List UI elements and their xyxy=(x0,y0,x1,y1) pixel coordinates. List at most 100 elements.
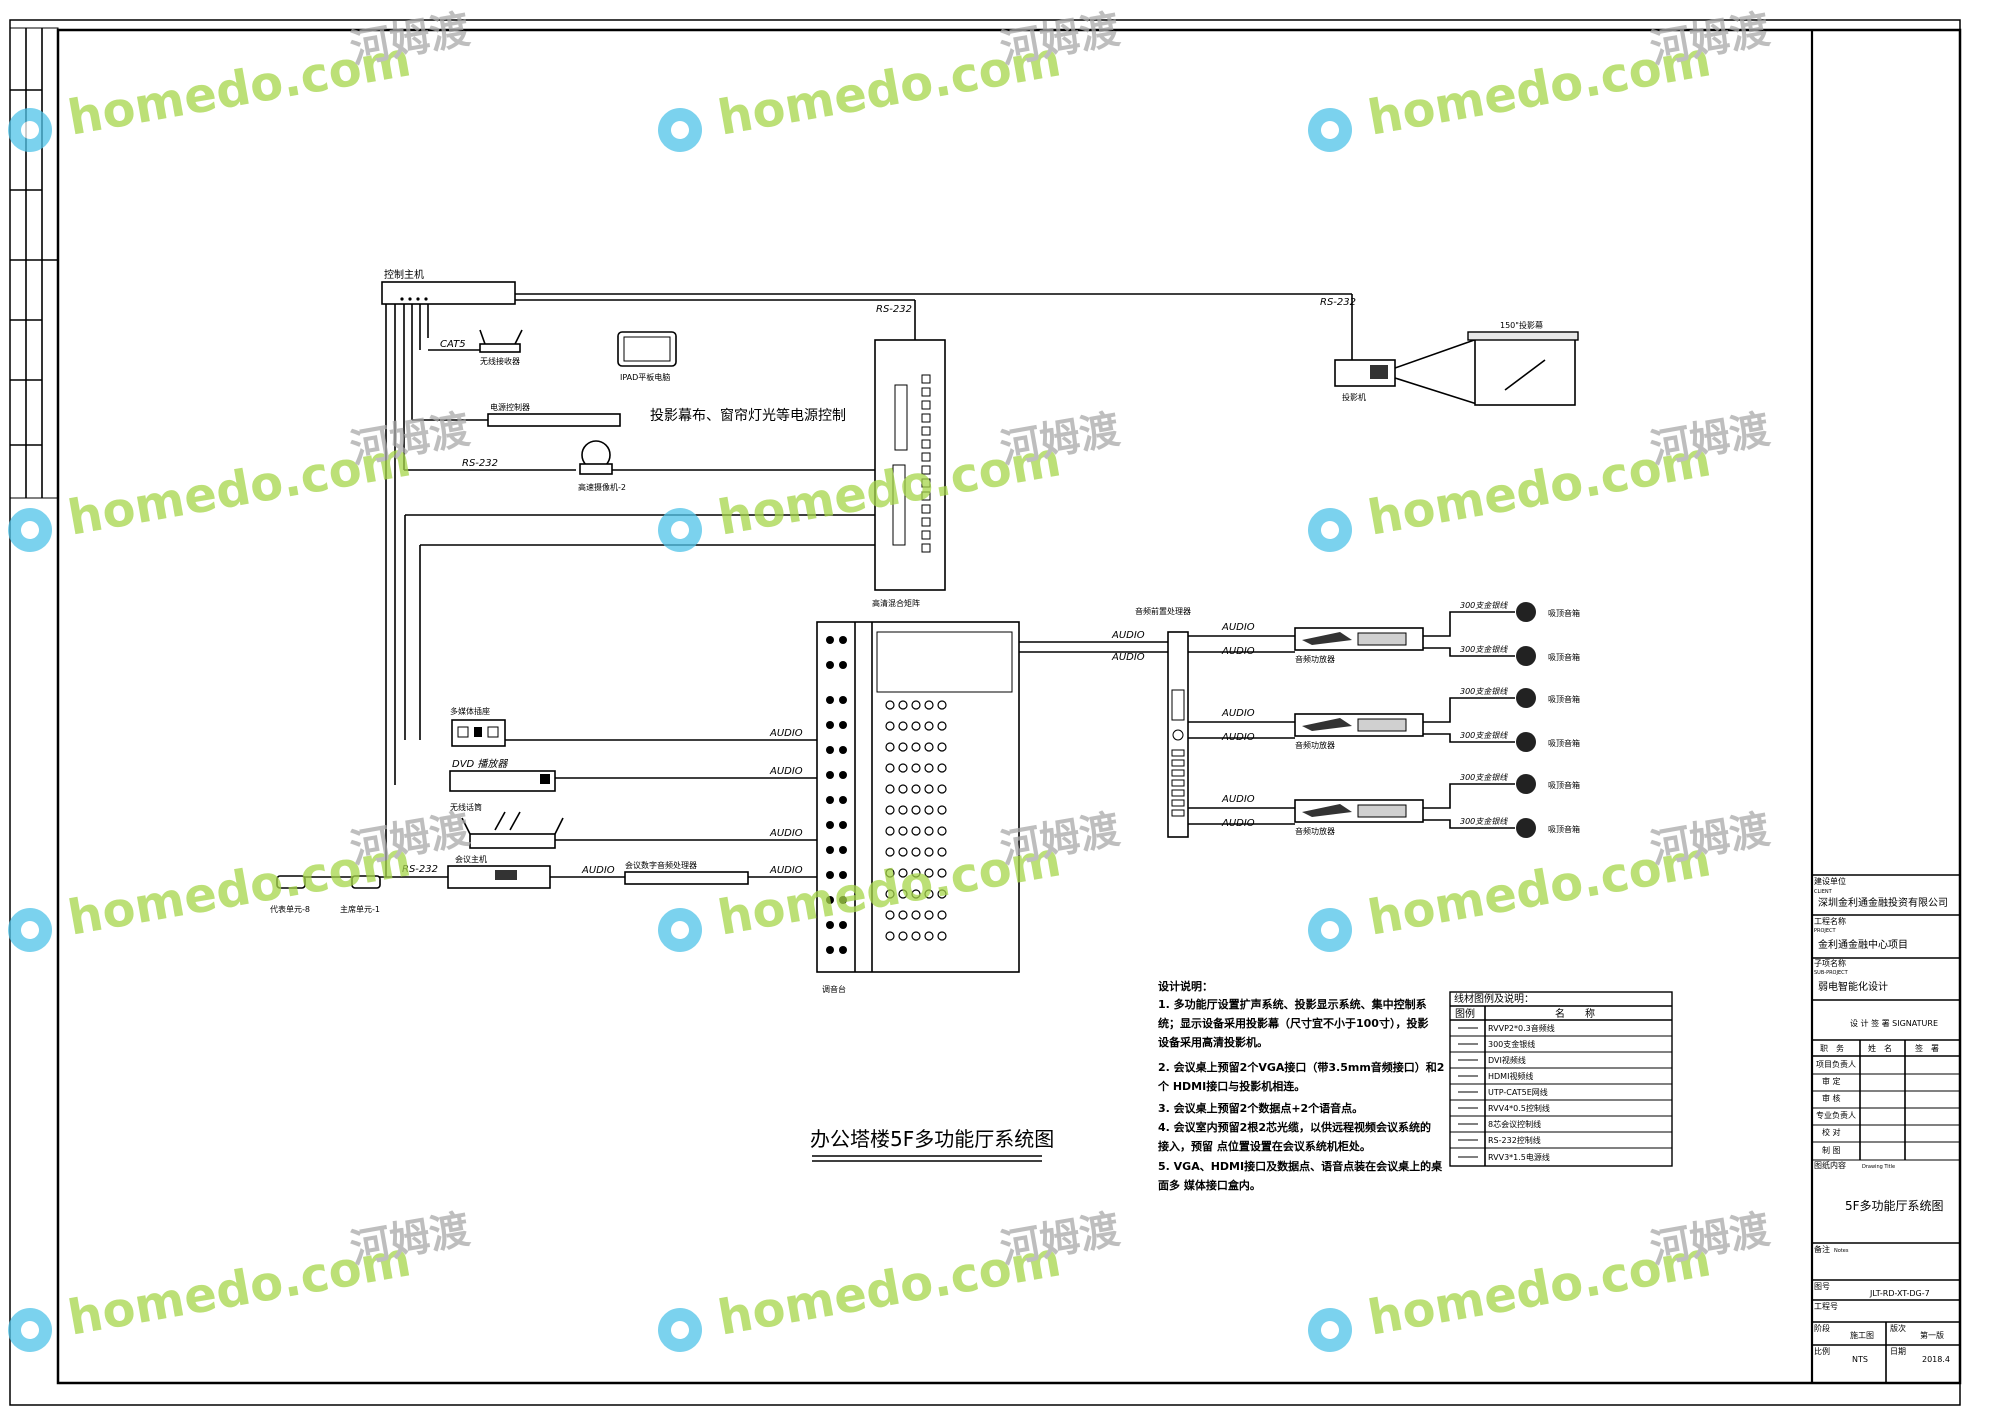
hd-matrix xyxy=(874,339,946,591)
role-label: 审 核 xyxy=(1822,1093,1841,1103)
power-controller xyxy=(487,413,621,427)
speaker-1 xyxy=(1516,602,1536,622)
sheet-inner-border xyxy=(56,28,1962,1385)
audio-amp1-in-1: AUDIO xyxy=(1221,622,1255,633)
legend-row: 300支金银线 xyxy=(1488,1039,1535,1049)
audio-processor-label: 音频前置处理器 xyxy=(1135,606,1191,616)
mixer-label: 调音台 xyxy=(822,984,846,994)
multimedia-box-label: 多媒体插座 xyxy=(450,706,490,716)
amplifier-3-label: 音频功放器 xyxy=(1295,826,1335,836)
stage-value: 施工图 xyxy=(1850,1330,1874,1340)
design-note-line: 1. 多功能厅设置扩声系统、投影显示系统、集中控制系 xyxy=(1158,997,1427,1011)
speaker-5-label: 吸顶音箱 xyxy=(1548,780,1580,790)
design-note-line: 面多 媒体接口盒内。 xyxy=(1158,1178,1261,1192)
scale-value: NTS xyxy=(1852,1355,1868,1364)
design-notes-heading: 设计说明： xyxy=(1158,979,1213,993)
remark-label: 备注 xyxy=(1814,1244,1830,1254)
subproject-label: 子项名称 xyxy=(1814,958,1846,968)
design-note-line: 个 HDMI接口与投影机相连。 xyxy=(1157,1079,1305,1093)
cable-label-6: 300支金银线 xyxy=(1460,817,1508,826)
role-label: 项目负责人 xyxy=(1816,1059,1856,1069)
speaker-1-label: 吸顶音箱 xyxy=(1548,608,1580,618)
audio-amp2-in-1: AUDIO xyxy=(1221,708,1255,719)
speaker-5 xyxy=(1516,774,1536,794)
role-label: 校 对 xyxy=(1822,1127,1841,1137)
design-notes: 设计说明： 1. 多功能厅设置扩声系统、投影显示系统、集中控制系 统；显示设备采… xyxy=(1157,979,1444,1192)
content-label-en: Drawing Title xyxy=(1862,1164,1895,1170)
legend-row: HDMI视频线 xyxy=(1488,1071,1533,1081)
speaker-4 xyxy=(1516,732,1536,752)
delegate-unit-label: 代表单元-8 xyxy=(270,904,310,914)
cable-label-3: 300支金银线 xyxy=(1460,687,1508,696)
watermark-cn: 河姆渡 xyxy=(1647,807,1773,873)
job-no-label: 工程号 xyxy=(1814,1302,1838,1311)
rs232-conf-label: RS-232 xyxy=(402,864,438,875)
audio-amp1-in-2: AUDIO xyxy=(1221,646,1255,657)
subproject-value: 弱电智能化设计 xyxy=(1818,980,1888,993)
hd-matrix-label: 高清混合矩阵 xyxy=(872,598,920,608)
wireless-mic-receiver xyxy=(469,833,556,849)
watermark-cn: 河姆渡 xyxy=(347,7,473,73)
client-value: 深圳金利通金融投资有限公司 xyxy=(1818,896,1948,909)
control-host xyxy=(381,281,516,305)
design-note-line: 4. 会议室内预留2根2芯光缆，以供远程视频会议系统的 xyxy=(1158,1120,1431,1134)
rs232-camera-label: RS-232 xyxy=(462,458,498,469)
edition-label: 版次 xyxy=(1890,1323,1906,1333)
client-label-en: CLIENT xyxy=(1814,889,1833,895)
audio-mixer-out-2: AUDIO xyxy=(1111,652,1145,663)
speaker-2 xyxy=(1516,646,1536,666)
design-note-line: 3. 会议桌上预留2个数据点+2个语音点。 xyxy=(1158,1101,1363,1115)
watermark-cn: 河姆渡 xyxy=(997,1207,1123,1273)
role-label: 审 定 xyxy=(1822,1076,1841,1086)
conference-processor xyxy=(624,871,749,885)
sig-col-sign: 签 署 xyxy=(1915,1043,1939,1053)
sig-col-duty: 职 务 xyxy=(1820,1043,1844,1053)
audio-conf-label: AUDIO xyxy=(581,865,615,876)
drawing-title: 办公塔楼5F多功能厅系统图 xyxy=(810,1127,1054,1151)
legend-row: UTP-CAT5E网线 xyxy=(1488,1087,1548,1097)
legend-row: 8芯会议控制线 xyxy=(1488,1119,1541,1129)
remark-label-en: Notes xyxy=(1834,1248,1849,1254)
speaker-6 xyxy=(1516,818,1536,838)
stage-label: 阶段 xyxy=(1814,1323,1830,1333)
wireless-receiver-label: 无线接收器 xyxy=(480,356,520,366)
watermark-cn: 河姆渡 xyxy=(1647,407,1773,473)
design-note-line: 设备采用高清投影机。 xyxy=(1158,1035,1268,1049)
content-label: 图纸内容 xyxy=(1814,1160,1846,1170)
audio-amp3-in-2: AUDIO xyxy=(1221,818,1255,829)
amplifier-1-label: 音频功放器 xyxy=(1295,654,1335,664)
wireless-receiver xyxy=(479,343,521,353)
legend-row: RVV4*0.5控制线 xyxy=(1488,1103,1550,1113)
projector-label: 投影机 xyxy=(1342,392,1366,402)
watermark-cn: 河姆渡 xyxy=(347,407,473,473)
cable-legend: 线材图例及说明： 图例 名 称 RVVP2*0.3音频线 300支金银线 DVI… xyxy=(1449,991,1673,1167)
legend-col-symbol: 图例 xyxy=(1455,1007,1475,1020)
delegate-unit xyxy=(276,875,306,889)
audio-label-2: AUDIO xyxy=(769,766,803,777)
system-diagram: 控制主机 RS-232 RS-232 CAT5 无线接收器 IPAD平板电脑 电… xyxy=(270,268,1580,994)
wireless-mic-label: 无线话筒 xyxy=(450,802,482,812)
signature-header: 设 计 签 署 SIGNATURE xyxy=(1850,1018,1938,1028)
date-label: 日期 xyxy=(1890,1347,1906,1356)
audio-amp3-in-1: AUDIO xyxy=(1221,794,1255,805)
cat5-label: CAT5 xyxy=(440,339,466,350)
audio-mixer-out-1: AUDIO xyxy=(1111,630,1145,641)
audio-label-4: AUDIO xyxy=(769,865,803,876)
client-label: 建设单位 xyxy=(1814,876,1846,886)
cable-label-1: 300支金银线 xyxy=(1460,601,1508,610)
role-label: 制 图 xyxy=(1822,1145,1841,1155)
audio-amp2-in-2: AUDIO xyxy=(1221,732,1255,743)
date-value: 2018.4 xyxy=(1922,1355,1950,1364)
cable-label-2: 300支金银线 xyxy=(1460,645,1508,654)
watermark-cn: 河姆渡 xyxy=(1647,1207,1773,1273)
left-margin-strip xyxy=(9,27,59,499)
rs232-projector-label: RS-232 xyxy=(1320,297,1356,308)
watermark-cn: 河姆渡 xyxy=(1647,7,1773,73)
drawing-no-label: 图号 xyxy=(1814,1282,1830,1291)
legend-row: RVV3*1.5电源线 xyxy=(1488,1152,1550,1162)
legend-row: RS-232控制线 xyxy=(1488,1135,1541,1145)
speaker-3-label: 吸顶音箱 xyxy=(1548,694,1580,704)
legend-col-name: 名 称 xyxy=(1555,1007,1595,1020)
edition-value: 第一版 xyxy=(1920,1330,1944,1340)
